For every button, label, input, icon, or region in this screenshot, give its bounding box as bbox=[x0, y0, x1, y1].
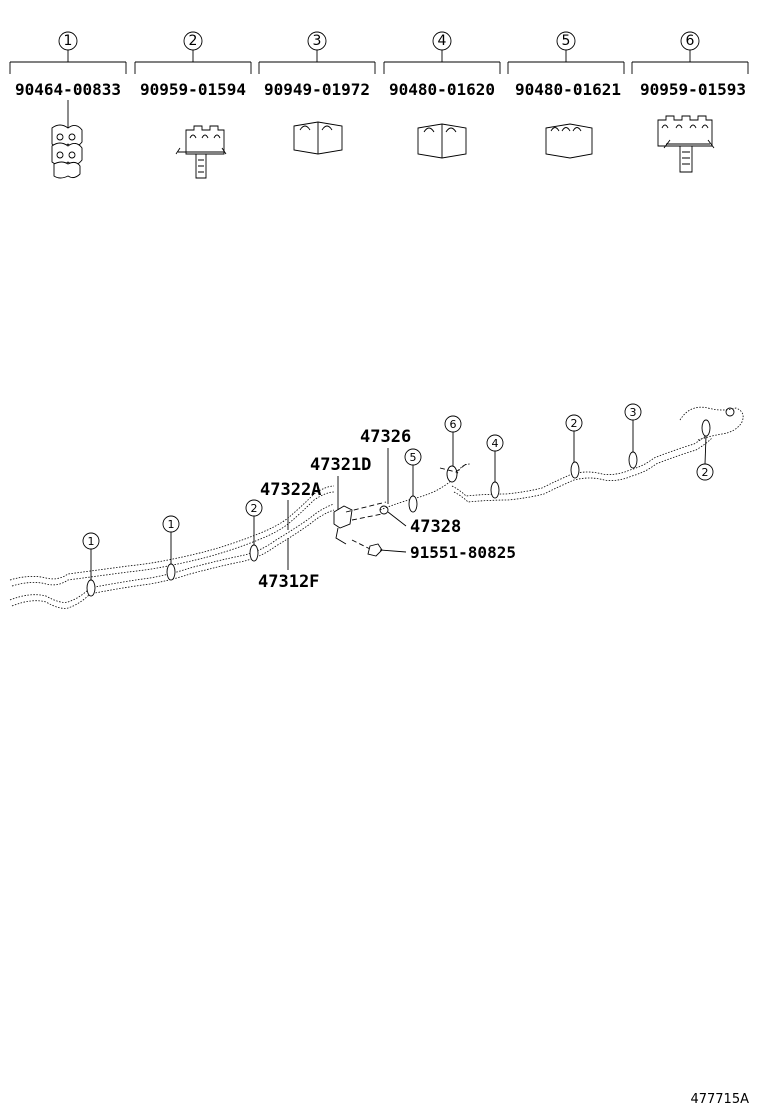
legend-index-6: 6 bbox=[686, 33, 695, 49]
svg-text:2: 2 bbox=[702, 466, 709, 479]
legend-bracket bbox=[383, 50, 501, 74]
bolt-icon bbox=[367, 543, 383, 557]
label-47328[interactable]: 47328 bbox=[387, 511, 461, 537]
callout-4[interactable]: 4 bbox=[486, 434, 504, 482]
line-clamp bbox=[701, 419, 711, 437]
legend-index-3: 3 bbox=[313, 33, 322, 49]
svg-text:1: 1 bbox=[168, 518, 175, 531]
svg-text:47312F[interactable]: 47312F bbox=[258, 572, 319, 592]
svg-text:4: 4 bbox=[492, 437, 499, 450]
svg-text:47326[interactable]: 47326 bbox=[360, 427, 411, 447]
legend-column-2[interactable]: 2 90959-01594 bbox=[134, 31, 252, 99]
brake-line-assembly bbox=[9, 406, 744, 609]
legend-column-5[interactable]: 5 90480-01621 bbox=[507, 31, 625, 99]
legend-column-6[interactable]: 6 90959-01593 bbox=[631, 31, 749, 99]
svg-text:47328[interactable]: 47328 bbox=[410, 517, 461, 537]
svg-text:6: 6 bbox=[450, 418, 457, 431]
figure-reference: 477715A bbox=[690, 1092, 749, 1107]
line-clamp bbox=[86, 579, 96, 597]
legend-part-3[interactable]: 90949-01972 bbox=[264, 80, 370, 99]
svg-text:2: 2 bbox=[251, 502, 258, 515]
svg-text:5: 5 bbox=[410, 451, 417, 464]
line-clamp bbox=[628, 451, 638, 469]
line-clamp bbox=[249, 544, 259, 562]
legend-index-1: 1 bbox=[64, 33, 73, 49]
callout-3[interactable]: 3 bbox=[624, 403, 642, 452]
legend-index-5: 5 bbox=[562, 33, 571, 49]
legend-part-4[interactable]: 90480-01620 bbox=[389, 80, 495, 99]
callout-6[interactable]: 6 bbox=[444, 415, 462, 466]
legend-bracket bbox=[258, 50, 376, 74]
legend-bracket bbox=[9, 50, 127, 74]
svg-text:3: 3 bbox=[630, 406, 637, 419]
svg-text:47321D[interactable]: 47321D bbox=[310, 455, 371, 475]
legend-part-2[interactable]: 90959-01594 bbox=[140, 80, 246, 99]
legend-column-4[interactable]: 4 90480-01620 bbox=[383, 31, 501, 99]
svg-text:2: 2 bbox=[571, 417, 578, 430]
callout-2c[interactable]: 2 bbox=[696, 435, 714, 481]
line-clamp bbox=[490, 481, 500, 499]
washer-icon bbox=[379, 505, 389, 515]
clamp-4-icon bbox=[417, 123, 467, 159]
legend-part-5[interactable]: 90480-01621 bbox=[515, 80, 621, 99]
line-clamp bbox=[570, 461, 580, 479]
legend-bracket bbox=[631, 50, 749, 74]
line-clamp bbox=[446, 465, 458, 483]
svg-text:47322A[interactable]: 47322A bbox=[260, 480, 321, 500]
callout-1a[interactable]: 1 bbox=[82, 532, 100, 580]
svg-text:91551-80825[interactable]: 91551-80825 bbox=[410, 543, 516, 562]
line-clamp bbox=[408, 495, 418, 513]
clamp-6-icon bbox=[657, 115, 715, 173]
label-91551-80825[interactable]: 91551-80825 bbox=[379, 543, 516, 562]
legend-index-4: 4 bbox=[438, 33, 447, 49]
label-47312F[interactable]: 47312F bbox=[258, 538, 319, 592]
label-47326[interactable]: 47326 bbox=[360, 427, 411, 504]
clamp-1-icon bbox=[51, 100, 83, 179]
clamp-5-icon bbox=[545, 123, 593, 159]
clamp-3-icon bbox=[293, 121, 343, 155]
legend-part-6[interactable]: 90959-01593 bbox=[640, 80, 746, 99]
svg-text:1: 1 bbox=[88, 535, 95, 548]
legend-bracket bbox=[134, 50, 252, 74]
clamp-2-icon bbox=[175, 125, 227, 179]
legend-column-3[interactable]: 3 90949-01972 bbox=[258, 31, 376, 99]
legend-bracket bbox=[507, 50, 625, 74]
legend-column-1[interactable]: 1 90464-00833 bbox=[9, 31, 127, 99]
line-clamp bbox=[166, 563, 176, 581]
fitting-icon bbox=[725, 407, 735, 417]
callout-2a[interactable]: 2 bbox=[245, 499, 263, 545]
legend-index-2: 2 bbox=[189, 33, 198, 49]
callout-1b[interactable]: 1 bbox=[162, 515, 180, 564]
legend-part-1[interactable]: 90464-00833 bbox=[15, 80, 121, 99]
label-47322A[interactable]: 47322A bbox=[260, 480, 321, 530]
callout-5[interactable]: 5 bbox=[404, 448, 422, 496]
label-47321D[interactable]: 47321D bbox=[310, 455, 371, 510]
callout-2b[interactable]: 2 bbox=[565, 414, 583, 462]
junction-block bbox=[333, 505, 353, 529]
